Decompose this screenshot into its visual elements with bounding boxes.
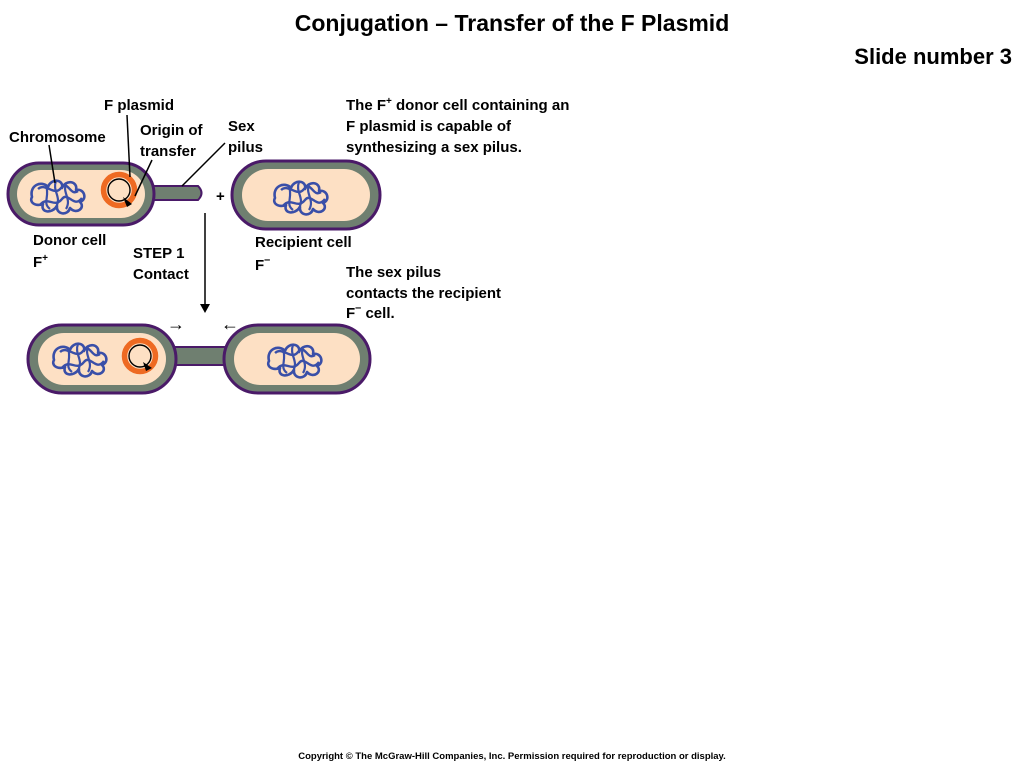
description-2-line1: The sex pilus: [346, 264, 441, 281]
chromosome-leader-line: [48, 144, 56, 184]
description-2-line3: F– cell.: [346, 302, 395, 322]
donor-cell: [6, 161, 203, 227]
donor-cell-label: Donor cell: [33, 232, 106, 249]
step-label-line2: Contact: [133, 266, 189, 283]
f-plasmid: [121, 337, 159, 375]
donor-type-label: F+: [33, 253, 48, 271]
sex-pilus-label-line1: Sex: [228, 118, 255, 135]
plus-sign: +: [216, 188, 225, 205]
chromosome-label: Chromosome: [9, 129, 106, 146]
step-label-line1: STEP 1: [133, 245, 184, 262]
origin-leader-line: [134, 159, 153, 197]
recipient-cell-contact: [222, 323, 372, 395]
copyright-notice: Copyright © The McGraw-Hill Companies, I…: [298, 751, 726, 762]
recipient-type-label: F–: [255, 254, 270, 274]
f-plasmid-label: F plasmid: [104, 97, 174, 114]
arrow-left-icon: ←: [221, 314, 239, 334]
step-arrow: [200, 213, 210, 313]
description-1-line2: F plasmid is capable of: [346, 118, 512, 135]
f-plasmid-leader-line: [126, 114, 131, 178]
slide-title: Conjugation – Transfer of the F Plasmid: [294, 10, 730, 36]
arrow-right-icon: →: [167, 314, 185, 334]
donor-cell-contact: [26, 323, 226, 395]
description-1-line3: synthesizing a sex pilus.: [346, 139, 522, 156]
recipient-cell: [230, 159, 382, 231]
recipient-cell-label: Recipient cell: [255, 234, 352, 251]
sex-pilus-label-line2: pilus: [228, 139, 263, 156]
cytoplasm: [242, 169, 370, 221]
origin-marker: [123, 197, 132, 207]
origin-label-line1: Origin of: [140, 122, 203, 139]
f-plasmid: [100, 171, 138, 209]
slide-number: Slide number 3: [854, 44, 1012, 69]
origin-label-line2: transfer: [140, 143, 196, 160]
description-1-line1: The F+ donor cell containing an: [346, 96, 569, 114]
origin-marker: [143, 362, 152, 371]
cytoplasm: [234, 333, 360, 385]
sex-pilus: [141, 185, 203, 201]
sex-pilus-leader-line: [181, 142, 226, 187]
description-2-line2: contacts the recipient: [346, 285, 501, 302]
